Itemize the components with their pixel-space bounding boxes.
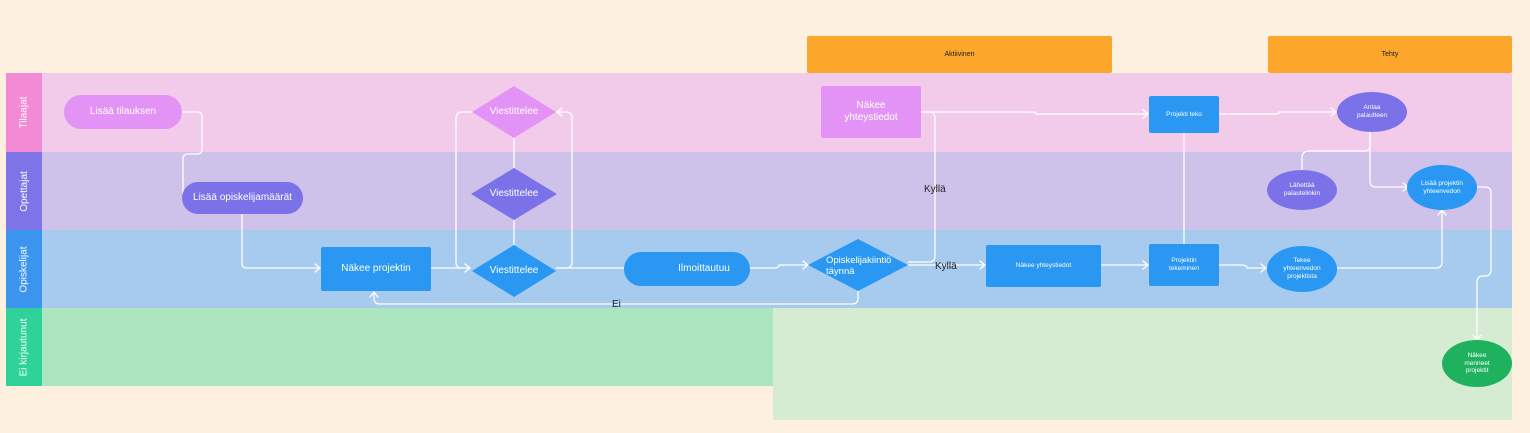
arrowhead	[314, 263, 322, 273]
node-lisaa-opiskelijamaarat: Lisää opiskelijamäärät	[182, 182, 303, 214]
lane-tab-opiskelijat: Opiskelijat	[6, 230, 42, 308]
edge-tekee-to-lisaa	[1337, 210, 1443, 269]
viestittelee-bottom-diamond	[472, 245, 556, 297]
edge-linkki-to-palaute	[1301, 132, 1371, 170]
edge-yhteystiedot-to-teko	[921, 111, 1148, 115]
edge-palaute-to-yhteenveto	[1369, 132, 1408, 188]
viestittelee-mid-diamond	[471, 168, 557, 220]
node-lisaa-tilauksen: Lisää tilauksen	[64, 95, 182, 129]
node-nakee-projektin: Näkee projektin	[321, 247, 431, 291]
edge-label-ei: Ei	[612, 299, 621, 310]
arrowhead	[555, 107, 563, 117]
node-nakee-yhteystiedot: Näkee yhteystiedot	[986, 245, 1101, 287]
node-nakee-yhteystiedot-top: Näkee yhteystiedot	[821, 86, 921, 138]
done-area-lower	[773, 308, 1512, 420]
edge-opiskelijamaarat-to-nakee	[241, 212, 320, 269]
arrowhead	[1142, 260, 1150, 270]
edge-teko-to-palaute	[1219, 111, 1336, 115]
edge-loop-left	[455, 111, 474, 269]
kiintio-diamond	[808, 239, 908, 291]
arrowhead	[369, 290, 379, 298]
edge-ei	[373, 290, 859, 305]
lane-opiskelijat	[6, 230, 1512, 308]
label-viestittelee-mid: Viestittelee	[489, 188, 539, 199]
lane-tab-tilaajat: Tilaajat	[6, 73, 42, 152]
label-viestittelee-bottom: Viestittelee	[489, 265, 539, 276]
edge-loop-right	[556, 111, 573, 269]
arrowhead	[1330, 107, 1338, 117]
node-lisaa-projektin-yhteenvedon: Lisää projektin yhteenvedon	[1407, 165, 1477, 210]
edge-tilaus-to-opiskelijamaarat	[182, 111, 203, 196]
arrowhead	[464, 263, 472, 273]
lane-tab-ei-kirjautunut: Ei kirjautunut	[6, 308, 42, 386]
node-nakee-menneet: Näkee menneet projektit	[1442, 340, 1512, 387]
node-antaa-palautteen: Antaa palautteen	[1337, 92, 1407, 132]
node-projektin-tekeminen: Projektin tekeminen	[1149, 244, 1219, 286]
label-opiskelijakiintio: Opiskelijakiintiö täynnä	[826, 254, 892, 277]
viestittelee-top-diamond	[472, 86, 556, 138]
node-projekti-teko: Projekti teko	[1149, 96, 1219, 133]
phase-tehty: Tehty	[1268, 36, 1512, 73]
arrowhead	[979, 260, 987, 270]
edge-ilmoittautuu-to-kiintio	[750, 264, 808, 269]
lane-tilaajat	[6, 73, 1512, 152]
edge-tekeminen-to-yhteenveto	[1219, 264, 1266, 269]
edge-lisaa-to-menneet	[1476, 186, 1492, 340]
arrowhead	[1437, 208, 1447, 216]
node-ilmoittautuu: Ilmoittautuu	[624, 252, 750, 286]
edge-label-kylla-2: Kyllä	[935, 261, 957, 272]
node-tekee-yhteenvedon: Tekee yhteenvedon projektista	[1267, 246, 1337, 292]
label-viestittelee-top: Viestittelee	[489, 106, 539, 117]
lane-ei-kirjautunut	[6, 308, 774, 386]
arrowhead	[1260, 263, 1268, 273]
lane-tab-opettajat: Opettajat	[6, 152, 42, 230]
node-lahettaa-palautelinkin: Lähettää palautelinkin	[1267, 170, 1337, 210]
arrowhead	[1142, 109, 1150, 119]
edge-label-kylla-1: Kyllä	[924, 184, 946, 195]
phase-aktiivinen: Aktiivinen	[807, 36, 1112, 73]
